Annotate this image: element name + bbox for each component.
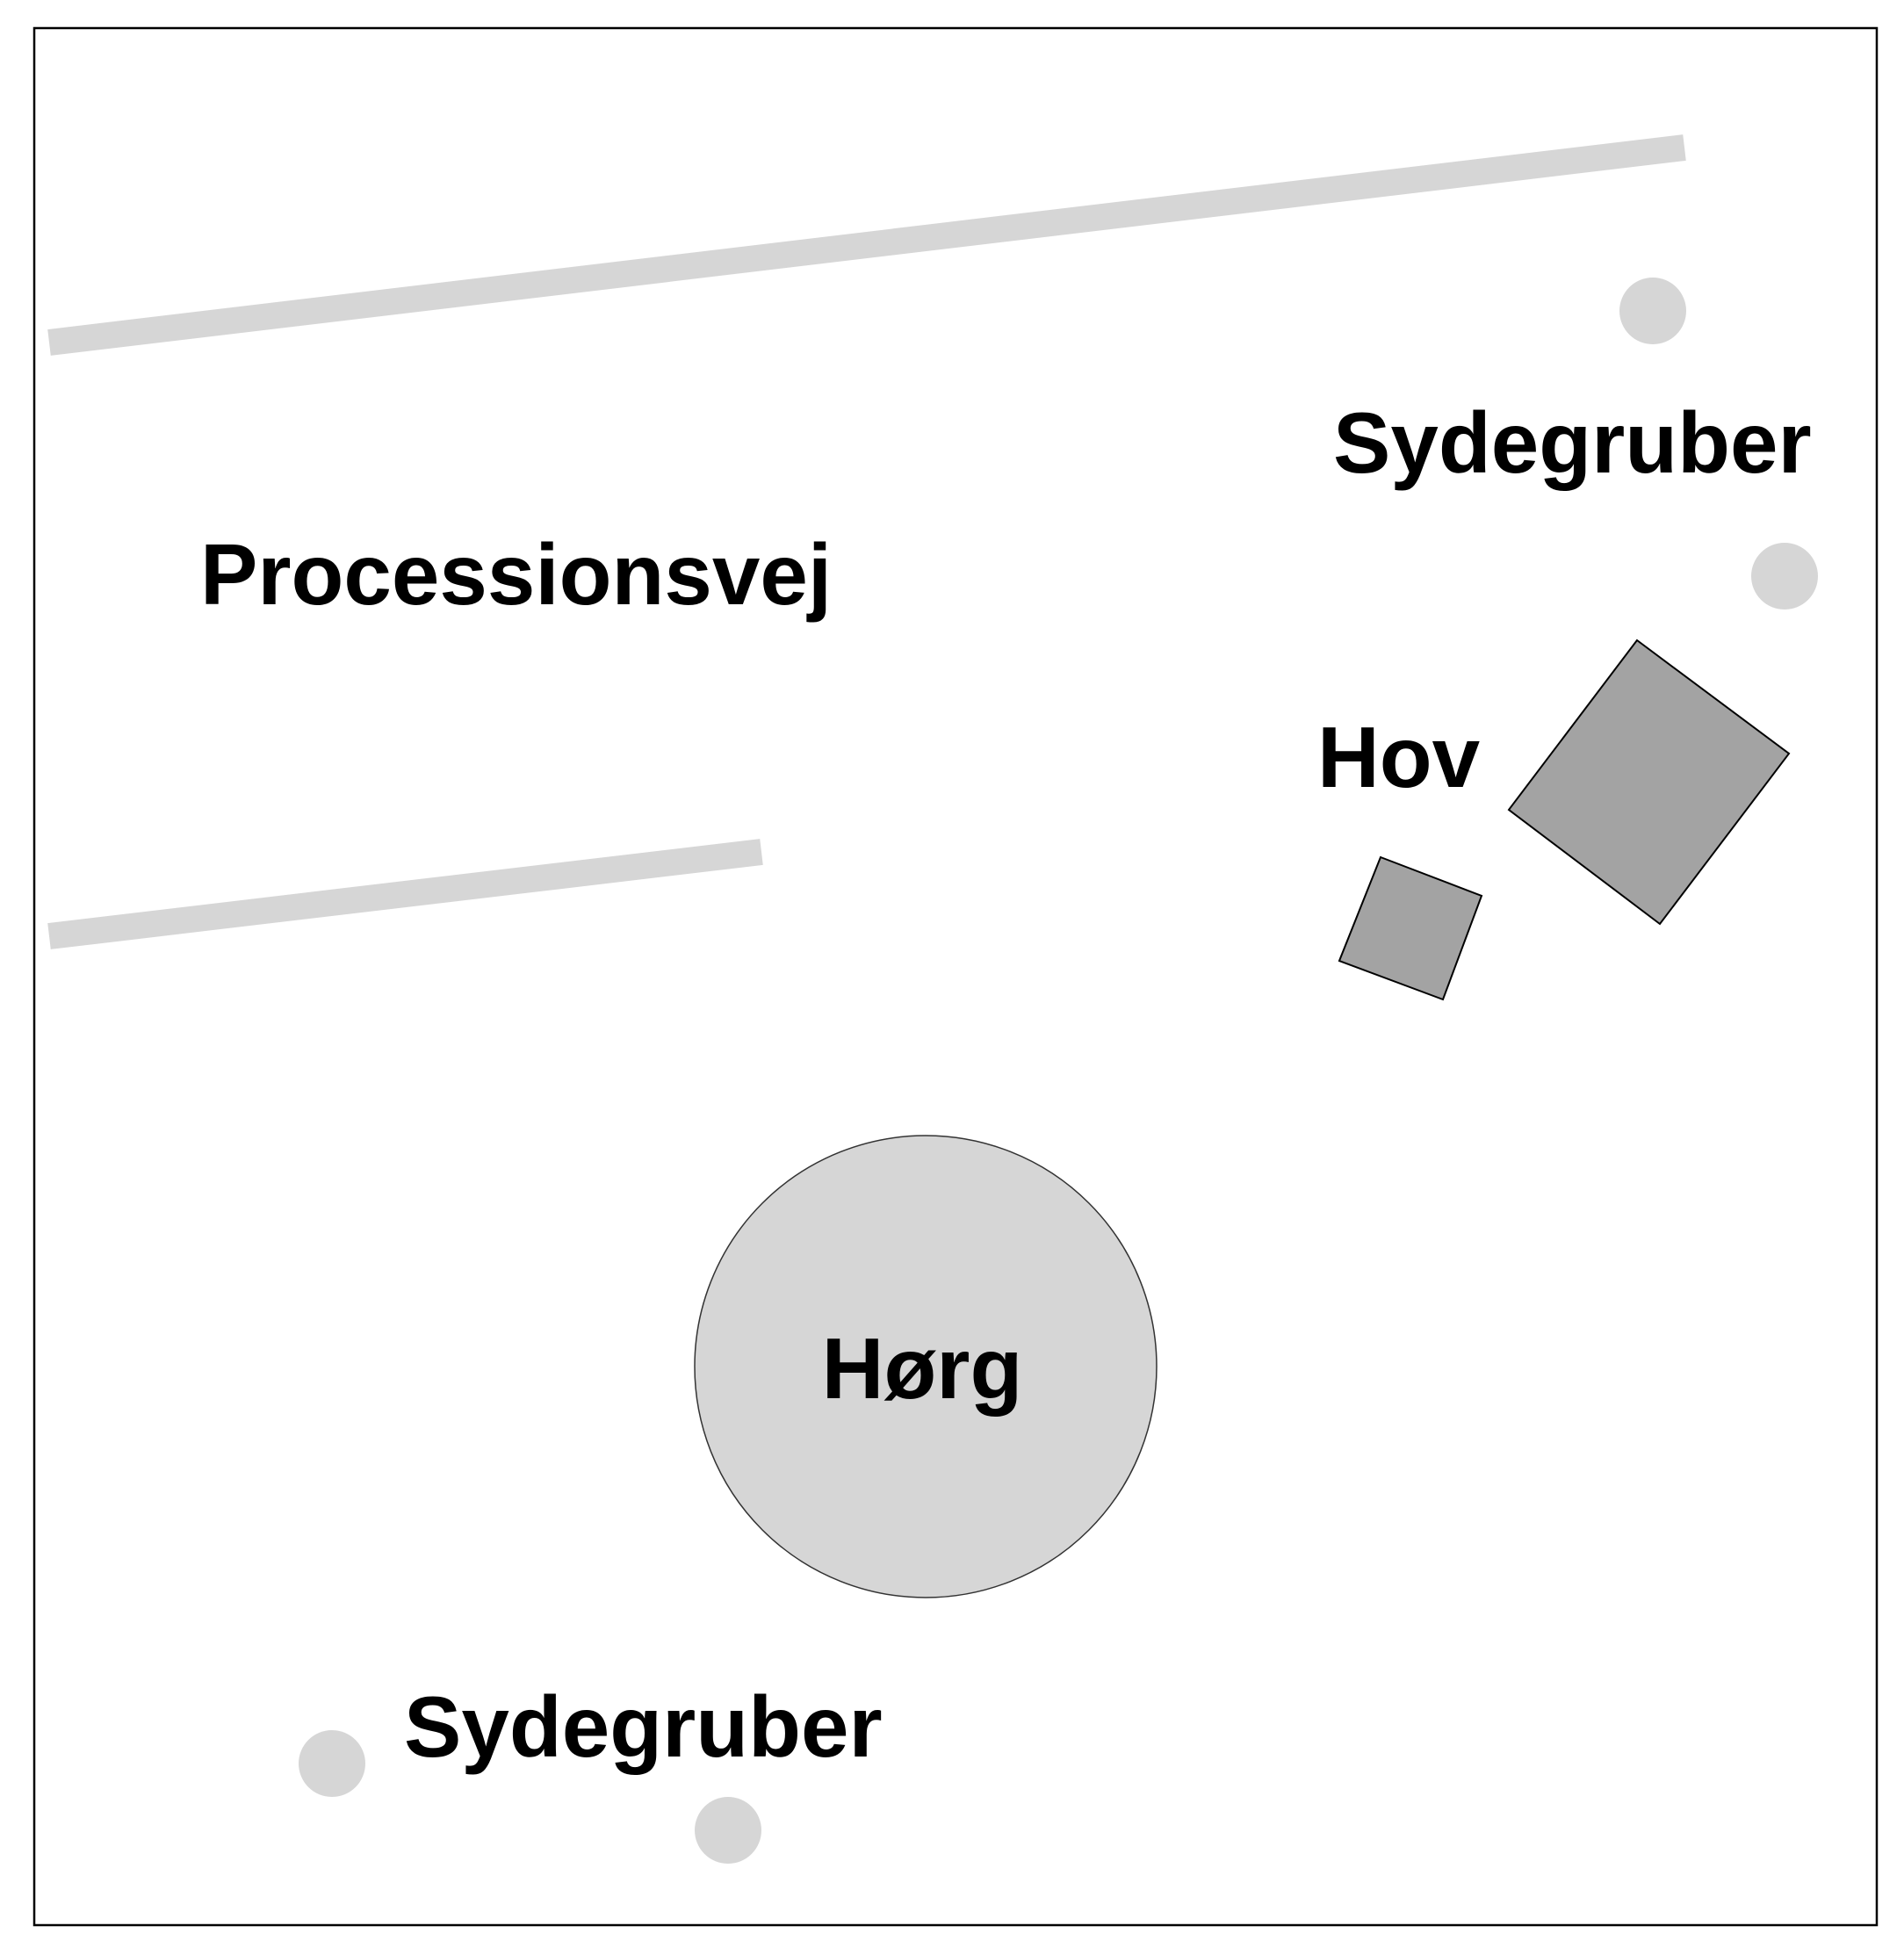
pit-bottom-2 [695,1797,761,1864]
temple-label: Hov [1317,709,1481,805]
processional-way-south-edge [47,839,763,949]
pit-top-2 [1751,543,1818,610]
temple-small-building [1338,855,1483,1001]
temple-large-building [1507,638,1791,926]
pit-top-1 [1619,278,1686,344]
altar-label: Hørg [822,1320,1023,1417]
processional-way-label: Processionsvej [200,526,832,623]
pits-bottom-label: Sydegruber [404,1678,883,1775]
processional-way-north-edge [47,134,1686,356]
pits-top-label: Sydegruber [1333,394,1812,491]
pit-bottom-1 [299,1730,365,1797]
altar-circle [694,1135,1158,1598]
diagram-frame [32,26,1879,1927]
